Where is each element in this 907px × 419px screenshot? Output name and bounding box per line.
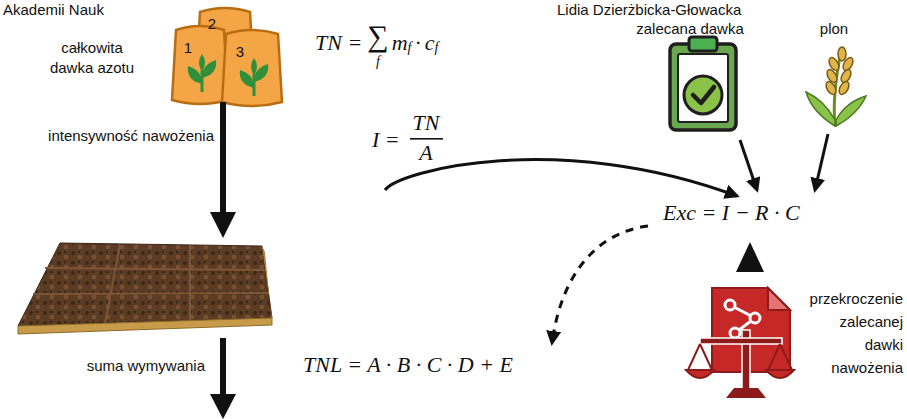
clipboard-icon — [678, 54, 728, 122]
fertilizer-bags — [188, 54, 216, 92]
flow-arrow — [210, 212, 236, 238]
icon-label: przekroczenie zalecanej dawki nawożenia — [801, 287, 903, 379]
wheat-icon — [806, 92, 835, 126]
soil-field — [262, 246, 272, 325]
author-name: Lidia Dzierżbicka-Głowacka — [557, 0, 741, 20]
regulation-icon — [725, 300, 735, 310]
bag-number: 2 — [208, 14, 216, 34]
regulation-icon — [730, 328, 740, 338]
icon-label: plon — [820, 19, 848, 39]
regulation-icon — [686, 370, 714, 378]
formula: TNL = A · B · C · D + E — [303, 352, 513, 377]
formula-term: TN = — [315, 30, 362, 55]
fraction-numerator: TN — [413, 110, 440, 135]
formula: Exc = I − R · C — [663, 200, 800, 225]
sum-index: f — [376, 54, 380, 70]
connector-arrow — [552, 226, 648, 343]
wheat-icon — [838, 47, 846, 61]
formula-term: m — [392, 30, 408, 55]
wheat-icon — [806, 47, 866, 126]
formula-subscript: f — [408, 40, 412, 56]
regulation-icon — [726, 388, 766, 398]
flow-arrow — [220, 338, 226, 396]
regulation-icon — [686, 288, 794, 398]
formula-subscript: f — [435, 40, 439, 56]
formula-term: c — [425, 30, 435, 55]
regulation-icon — [768, 288, 790, 310]
sum-symbol: ∑ — [367, 19, 388, 53]
wheat-icon — [837, 80, 851, 96]
fertilizer-bags — [172, 26, 228, 104]
soil-field — [105, 244, 190, 324]
fertilizer-bags — [201, 70, 204, 92]
fertilizer-bags — [251, 58, 257, 76]
flow-arrow — [210, 394, 236, 419]
fertilizer-bags — [188, 66, 202, 84]
fertilizer-bags — [240, 58, 268, 96]
fertilizer-bags — [253, 74, 256, 96]
bag-number: 3 — [236, 42, 244, 62]
connector-arrow — [385, 160, 737, 196]
caption-label: całkowita dawka azotu — [46, 38, 138, 78]
fraction-denominator: A — [419, 140, 432, 165]
regulation-icon — [688, 344, 792, 370]
connector-arrow — [815, 134, 828, 190]
soil-field — [33, 268, 269, 294]
fertilizer-bags — [222, 30, 282, 106]
up-arrowhead — [736, 242, 764, 272]
clipboard-icon — [670, 37, 736, 130]
regulation-icon — [766, 370, 794, 378]
fraction-bar — [410, 138, 443, 140]
wheat-icon — [824, 47, 855, 96]
flow-arrow — [220, 102, 226, 214]
regulation-icon — [712, 288, 790, 372]
soil-field — [18, 318, 272, 334]
wheat-icon — [836, 96, 866, 126]
icon-label: zalecana dawka — [636, 19, 744, 39]
arrow-label: intensywność nawożenia — [48, 126, 214, 146]
arrow-label: suma wymywania — [87, 356, 205, 376]
fertilizer-bags — [199, 54, 205, 72]
formula-operator: · — [414, 30, 421, 55]
connector-arrow — [740, 140, 757, 190]
regulation-icon — [750, 313, 760, 323]
clipboard-icon — [693, 87, 714, 103]
regulation-icon — [700, 338, 782, 344]
fertilizer-bags — [240, 70, 254, 88]
clipboard-icon — [684, 76, 722, 114]
fertilizer-bags — [172, 8, 282, 106]
formula-term: I = — [372, 127, 400, 152]
bag-number: 1 — [184, 38, 192, 58]
clipboard-icon — [689, 37, 717, 51]
soil-field — [18, 243, 272, 326]
wheat-icon — [824, 80, 838, 96]
soil-field — [18, 243, 272, 334]
clipboard-icon — [670, 44, 736, 130]
header-text: Akademii Nauk — [3, 0, 104, 20]
